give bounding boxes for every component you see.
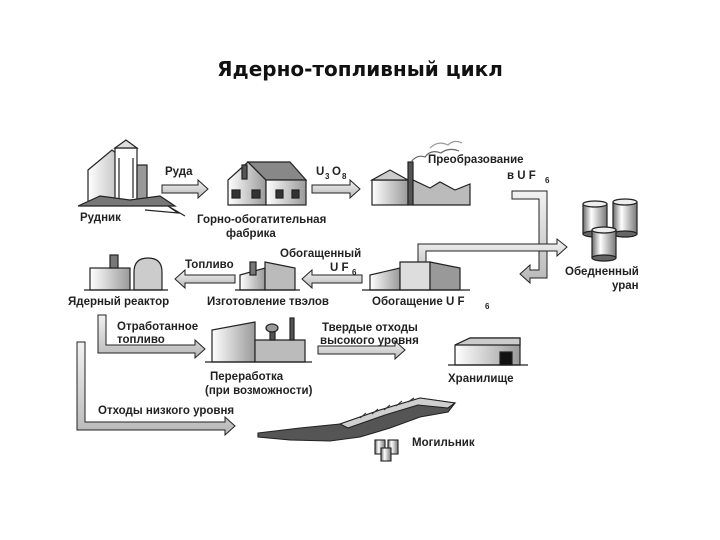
conversion-label-line1: Преобразование — [428, 154, 524, 166]
arrow-reprocessing-to-storage — [317, 339, 406, 361]
mill-label-line2: фабрика — [226, 228, 276, 240]
burial-site-icon — [257, 397, 457, 462]
conversion-label-line2: в U F — [507, 170, 536, 182]
arrow-to-low-level-waste — [76, 341, 236, 437]
mine-label: Рудник — [80, 212, 121, 224]
storage-facility-icon — [448, 337, 528, 366]
arrow-conversion-to-enrichment — [511, 190, 548, 285]
enrichment-label: Обогащение U F — [372, 296, 465, 308]
enriched-label-line1: Обогащенный — [280, 248, 361, 260]
depleted-uranium-label-line2: уран — [612, 280, 639, 292]
storage-label: Хранилище — [448, 373, 514, 385]
llw-label: Отходы низкого уровня — [98, 405, 234, 417]
arrow-mine-to-mill — [161, 178, 209, 200]
enrichment-label-sub: 6 — [485, 302, 490, 311]
enrichment-plant-icon — [362, 261, 470, 291]
reprocessing-plant-icon — [205, 317, 312, 363]
reactor-label: Ядерный реактор — [68, 296, 169, 308]
enriched-label-sub: 6 — [352, 268, 357, 277]
hlw-label-line2: высокого уровня — [320, 335, 419, 347]
enriched-label-line2: U F — [330, 262, 349, 274]
arrow-fabrication-to-reactor — [174, 268, 236, 290]
fuel-label: Топливо — [185, 259, 234, 271]
reprocessing-label-line2: (при возможности) — [205, 385, 313, 397]
u3o8-label-8: 8 — [342, 172, 347, 181]
u3o8-label-3: 3 — [325, 172, 330, 181]
arrow-mill-to-conversion — [311, 178, 361, 200]
arrow-reactor-to-reprocessing — [97, 314, 206, 360]
arrow-enrichment-to-fabrication — [301, 268, 363, 290]
fuel-fabrication-icon — [235, 261, 300, 291]
u3o8-label-u: U — [316, 166, 324, 178]
fabrication-label: Изготовление твэлов — [207, 296, 329, 308]
hlw-label-line1: Твердые отходы — [322, 322, 418, 334]
mill-label-line1: Горно-обогатительная — [197, 214, 326, 226]
spent-fuel-label-line1: Отработанное — [117, 321, 198, 333]
mill-icon — [227, 161, 308, 206]
conversion-label-sub: 6 — [545, 176, 550, 185]
conversion-plant-icon — [369, 140, 471, 206]
ore-label: Руда — [165, 166, 193, 178]
slide-title: Ядерно-топливный цикл — [217, 57, 503, 81]
nuclear-reactor-icon — [84, 254, 168, 291]
spent-fuel-label-line2: топливо — [117, 334, 165, 346]
depleted-uranium-label-line1: Обедненный — [565, 266, 639, 278]
u3o8-label-o: O — [332, 166, 341, 178]
reprocessing-label-line1: Переработка — [210, 371, 284, 383]
depleted-uranium-barrels-icon — [582, 198, 638, 262]
burial-site-label: Могильник — [412, 437, 475, 449]
mine-icon — [77, 139, 186, 217]
